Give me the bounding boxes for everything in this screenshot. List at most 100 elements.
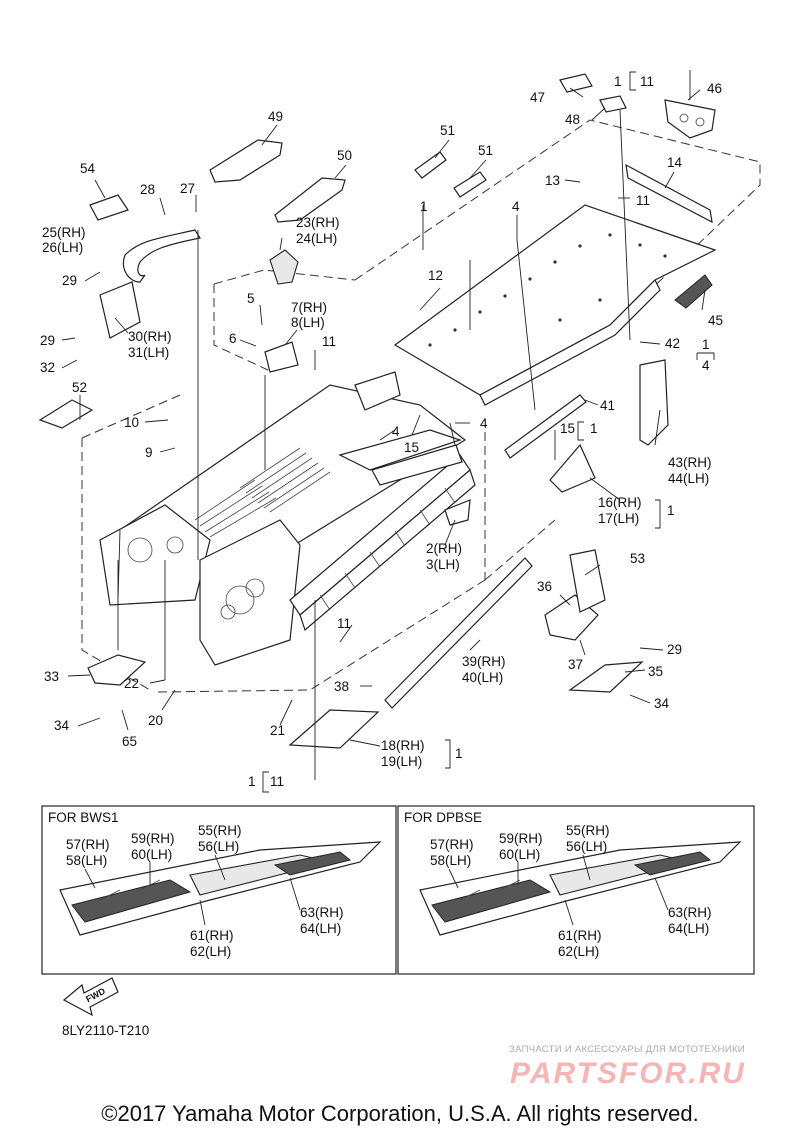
- running-board-18: [288, 709, 380, 749]
- callout-31: 31(LH): [128, 345, 169, 360]
- callout-8: 8(LH): [291, 315, 325, 330]
- callout-30: 30(RH): [128, 329, 172, 344]
- callout-51b: 51: [478, 143, 493, 158]
- callout-1e: 1: [667, 503, 675, 518]
- callout-9: 9: [145, 445, 153, 460]
- decal-49: [209, 139, 283, 183]
- callout-11-top: 11: [640, 74, 654, 89]
- callout-1g: 1: [248, 774, 256, 789]
- watermark-tagline: ЗАПЧАСТИ И АКСЕССУАРЫ ДЛЯ МОТОТЕХНИКИ: [509, 1044, 745, 1055]
- rail-39: [384, 557, 533, 709]
- bracket-30: [99, 281, 141, 339]
- callout-51a: 51: [440, 123, 455, 138]
- callout-25: 25(RH): [42, 225, 86, 240]
- callout-34b: 34: [54, 718, 70, 733]
- callout-19: 19(LH): [381, 754, 422, 769]
- copyright-notice: ©2017 Yamaha Motor Corporation, U.S.A. A…: [101, 1101, 699, 1126]
- callout-27: 27: [180, 181, 195, 196]
- variant-dpbse-61: 61(RH): [558, 928, 602, 943]
- variant-dpbse-59: 59(RH): [499, 831, 543, 846]
- callout-18: 18(RH): [381, 738, 425, 753]
- variant-bws1-59: 59(RH): [131, 831, 175, 846]
- callout-37: 37: [568, 657, 583, 672]
- bracket-marks: [262, 71, 715, 793]
- callout-4a: 4: [512, 199, 520, 214]
- callout-10: 10: [124, 415, 139, 430]
- variant-dpbse-62: 62(LH): [558, 944, 599, 959]
- plate-53: [569, 549, 606, 613]
- callout-5: 5: [247, 291, 255, 306]
- callout-41: 41: [600, 398, 615, 413]
- callout-45: 45: [708, 313, 723, 328]
- variant-dpbse-58: 58(LH): [430, 853, 471, 868]
- callout-28: 28: [140, 182, 155, 197]
- variant-dpbse-60: 60(LH): [499, 847, 540, 862]
- callout-36: 36: [537, 579, 552, 594]
- callout-43: 43(RH): [668, 455, 712, 470]
- callout-39: 39(RH): [462, 654, 506, 669]
- callout-11d: 11: [337, 616, 351, 631]
- variant-box-bws1: FOR BWS1 57(RH) 58(LH) 59(RH) 60(LH) 55(…: [41, 805, 397, 975]
- callout-29a: 29: [62, 273, 77, 288]
- brace-43: [639, 359, 669, 446]
- callout-4c: 4: [480, 416, 488, 431]
- callout-48: 48: [565, 112, 580, 127]
- callout-23: 23(RH): [296, 215, 340, 230]
- label-48: [599, 95, 627, 113]
- tunnel-chassis: [99, 371, 476, 666]
- fwd-arrow: FWD: [62, 977, 119, 1017]
- callout-1f: 1: [455, 746, 463, 761]
- pad-51b: [453, 171, 487, 198]
- callout-17: 17(LH): [598, 511, 639, 526]
- cover-54: [89, 194, 129, 221]
- variant-dpbse-57: 57(RH): [430, 837, 474, 852]
- callout-11e: 11: [270, 774, 284, 789]
- diagram-code: 8LY2110-T210: [62, 1023, 149, 1038]
- variant-bws1-57: 57(RH): [66, 837, 110, 852]
- callout-1b: 1: [420, 199, 428, 214]
- callout-11c: 11: [322, 334, 336, 349]
- callout-49: 49: [268, 109, 283, 124]
- callout-32: 32: [40, 360, 55, 375]
- bracket-14: [625, 163, 713, 224]
- plate-52: [38, 399, 94, 429]
- callout-20: 20: [148, 713, 163, 728]
- insert-33: [87, 654, 147, 686]
- variant-bws1-64: 64(LH): [300, 921, 341, 936]
- variant-bws1-61: 61(RH): [190, 928, 234, 943]
- callout-54: 54: [80, 161, 96, 176]
- callout-13: 13: [545, 173, 560, 188]
- variant-title-bws1: FOR BWS1: [48, 810, 119, 825]
- callout-1c: 1: [702, 337, 710, 352]
- callout-38: 38: [334, 679, 349, 694]
- variant-bws1-55: 55(RH): [198, 823, 242, 838]
- bracket-16: [549, 443, 596, 493]
- flap-45: [674, 274, 713, 309]
- callout-24: 24(LH): [296, 231, 337, 246]
- callout-47: 47: [530, 90, 545, 105]
- callout-33: 33: [44, 669, 59, 684]
- callout-14: 14: [667, 155, 683, 170]
- callout-35: 35: [648, 664, 663, 679]
- bracket-2: [444, 499, 471, 526]
- variant-dpbse-56: 56(LH): [566, 839, 607, 854]
- callout-7: 7(RH): [291, 300, 327, 315]
- handle-25: [122, 229, 201, 283]
- callout-1-top: 1: [614, 74, 622, 89]
- variant-title-dpbse: FOR DPBSE: [404, 810, 482, 825]
- svg-text:PARTSFOR.RU: PARTSFOR.RU: [510, 1057, 746, 1090]
- callout-53: 53: [630, 551, 645, 566]
- callout-44: 44(LH): [668, 471, 709, 486]
- callout-21: 21: [270, 723, 285, 738]
- pad-51a: [414, 151, 447, 179]
- callout-1d: 1: [590, 421, 598, 436]
- callout-4d: 4: [392, 424, 400, 439]
- grab-handle-46: [664, 99, 716, 139]
- callout-65: 65: [122, 734, 137, 749]
- variant-box-dpbse: FOR DPBSE 57(RH) 58(LH) 59(RH) 60(LH) 55…: [397, 805, 755, 975]
- leader-lines: [61, 70, 706, 780]
- label-47: [559, 73, 593, 93]
- callout-6: 6: [229, 331, 237, 346]
- callout-2: 2(RH): [426, 541, 462, 556]
